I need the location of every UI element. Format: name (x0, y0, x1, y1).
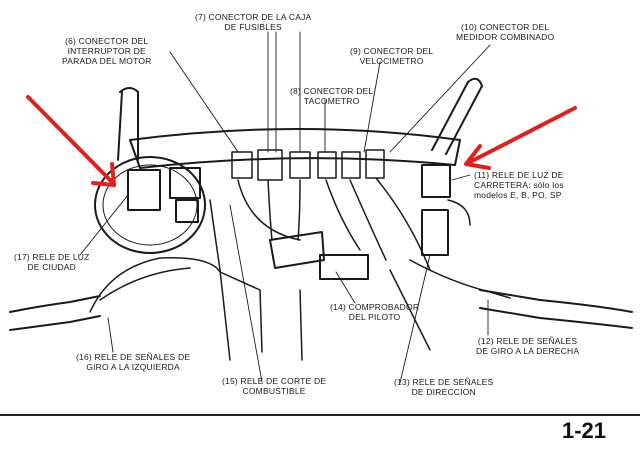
handlebar-left (9, 295, 101, 331)
footer-rule (0, 414, 640, 416)
connector-bank (231, 149, 385, 181)
fork-tube-right (431, 77, 483, 155)
pilot-checker (269, 231, 325, 269)
red-arrow-right (464, 106, 577, 170)
top-bridge (129, 128, 461, 169)
page-number: 1-21 (561, 418, 606, 443)
relay-block-left (127, 167, 201, 223)
wire-harness (89, 177, 511, 361)
headlight-housing (94, 156, 206, 254)
red-arrow-left (26, 95, 116, 187)
handlebar-right (479, 289, 633, 329)
fork-tube-left (117, 87, 139, 161)
leader-lines (79, 31, 491, 384)
relay-block-right (421, 164, 451, 256)
